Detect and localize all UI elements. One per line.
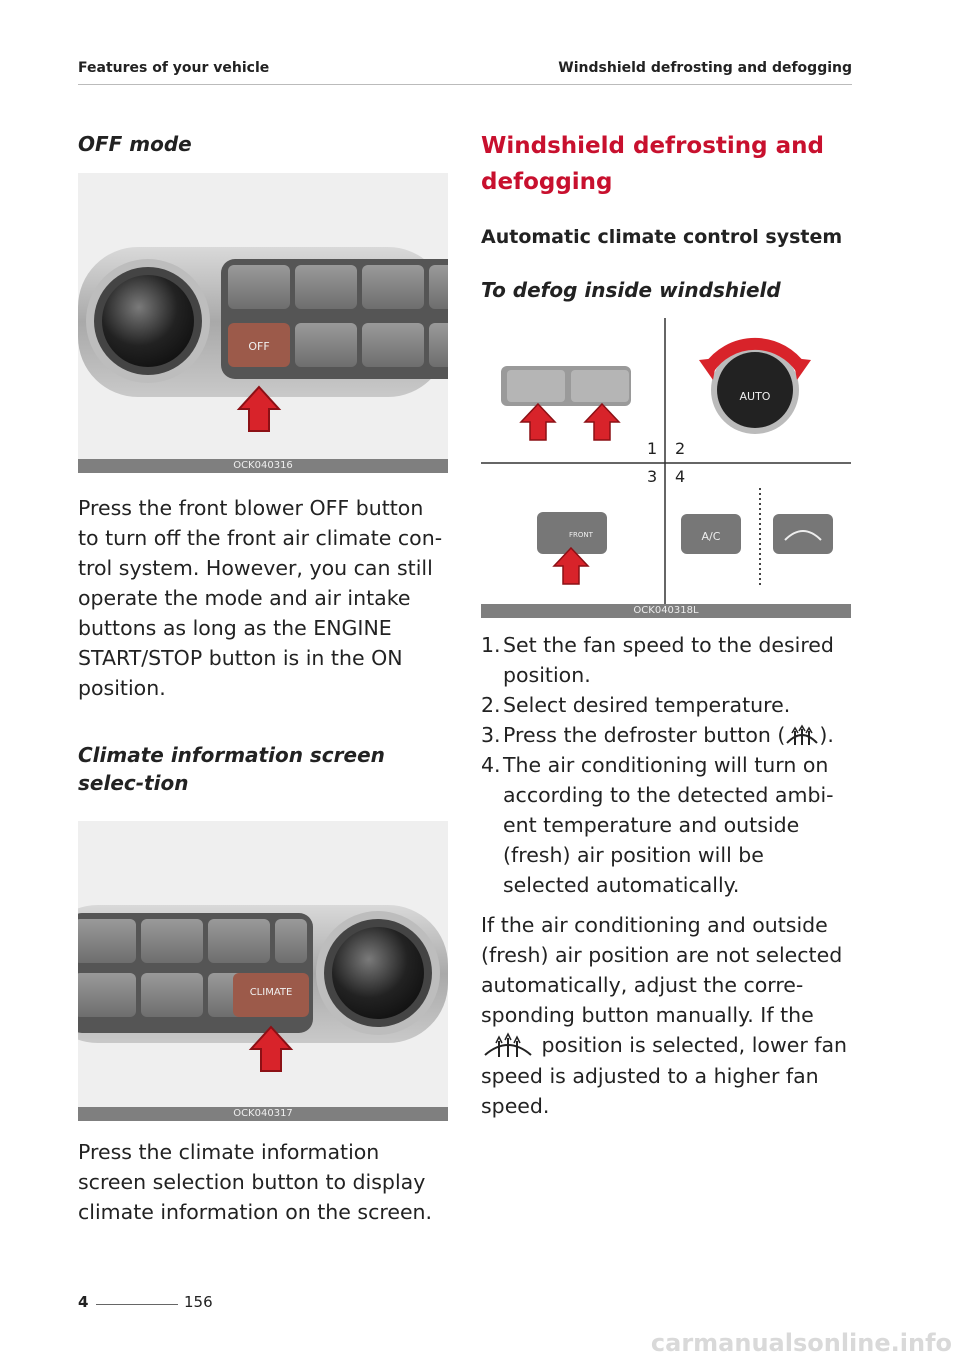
figure-climate-button: OCK040317 CLIMATE: [78, 821, 448, 1121]
off-button-label: OFF: [248, 340, 269, 353]
climate-info-title: Climate information screen selec-tion: [78, 743, 385, 795]
defog-steps: 1.Set the fan speed to the desired posit…: [481, 630, 851, 900]
front-defrost-icon: [786, 724, 819, 745]
left-column: OFF mode: [78, 130, 448, 1227]
ac-button-label: A/C: [702, 530, 721, 543]
figure-caption: OCK040316: [78, 459, 448, 473]
right-column: Windshield defrosting and defogging Auto…: [481, 128, 851, 1121]
panel-label-1: 1: [647, 439, 657, 458]
pointer-arrow-icon: [248, 1025, 294, 1072]
header-rule: [78, 84, 852, 85]
footer-rule: [96, 1304, 178, 1305]
figure-caption: OCK040317: [78, 1107, 448, 1121]
panel-label-2: 2: [675, 439, 685, 458]
step-item: 4.The air conditioning will turn on acco…: [481, 753, 834, 897]
chapter-number: 4: [78, 1293, 89, 1311]
front-defrost-label: FRONT: [569, 531, 594, 539]
off-button-illustration: OFF: [78, 173, 448, 459]
running-header-right: Windshield defrosting and defogging: [558, 60, 852, 76]
figure-caption: OCK040318L: [481, 604, 851, 618]
front-defrost-icon: [484, 1032, 532, 1057]
rotate-arrow-icon: [704, 337, 806, 372]
pointer-arrow-icon: [519, 402, 557, 441]
panel-label-3: 3: [647, 467, 657, 486]
step-item: 1.Set the fan speed to the desired posit…: [481, 633, 834, 687]
section-title: Windshield defrosting and defogging: [481, 133, 824, 195]
running-header-left: Features of your vehicle: [78, 60, 270, 76]
recirculation-icon: [784, 530, 822, 541]
climate-info-text: Press the climate information screen sel…: [78, 1140, 433, 1224]
defog-title: To defog inside windshield: [481, 278, 781, 302]
subsection-title: Automatic climate control system: [481, 226, 843, 248]
watermark: carmanualsonline.info: [650, 1329, 952, 1357]
manual-adjust-text: If the air conditioning and outside (fre…: [481, 913, 848, 1118]
figure-defog-controls: AUTO 1 2 3 4 FRONT A/C OCK040318L: [481, 318, 851, 618]
pointer-arrow-icon: [583, 402, 621, 441]
pointer-arrow-icon: [552, 546, 590, 585]
figure-off-mode: OFF OCK040316: [78, 173, 448, 473]
step-item: 3.Press the defroster button ().: [481, 723, 834, 747]
off-mode-text: Press the front blower OFF button to tur…: [78, 496, 443, 700]
climate-button-label-text: CLIMATE: [249, 987, 293, 998]
auto-knob-label: AUTO: [740, 390, 771, 403]
step-item: 2.Select desired temperature.: [481, 693, 791, 717]
off-mode-title: OFF mode: [78, 132, 192, 156]
page-number: 156: [184, 1293, 213, 1311]
defog-controls-illustration: AUTO 1 2 3 4 FRONT A/C: [481, 318, 851, 604]
climate-button-illustration: [78, 821, 448, 1107]
pointer-arrow-icon: [236, 385, 282, 432]
panel-label-4: 4: [675, 467, 685, 486]
